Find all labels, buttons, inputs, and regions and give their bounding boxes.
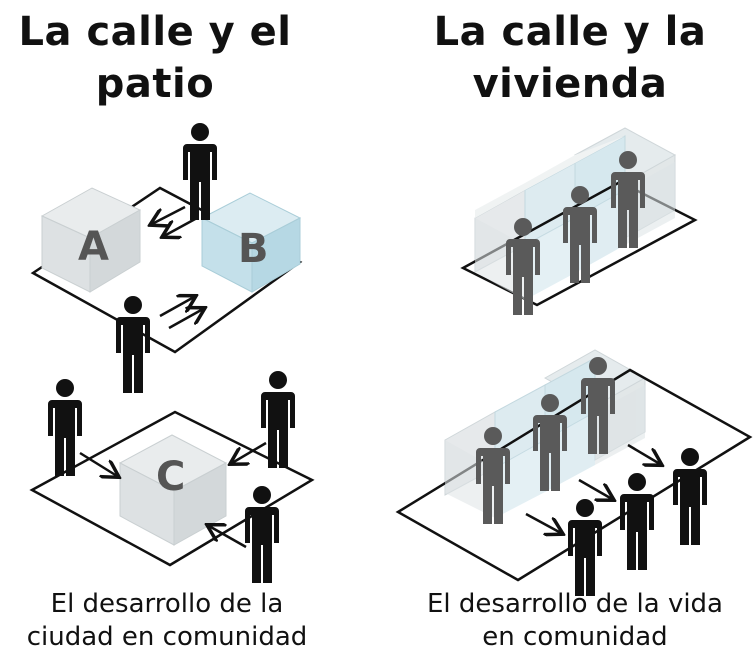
right-title: La calle y la vivienda bbox=[420, 6, 720, 110]
arrow-icon bbox=[152, 205, 203, 330]
patio-diagram: A B bbox=[30, 123, 303, 393]
left-caption-line-1: El desarrollo de la bbox=[50, 589, 284, 619]
right-caption-line-1: El desarrollo de la vida bbox=[426, 589, 723, 619]
box-label-a: A bbox=[78, 224, 109, 270]
left-caption: El desarrollo de la ciudad en comunidad bbox=[2, 588, 332, 654]
person-icon bbox=[620, 473, 654, 570]
left-title-line-2: patio bbox=[95, 61, 215, 107]
right-title-line-1: La calle y la bbox=[433, 9, 707, 55]
arrow-icon bbox=[525, 443, 660, 533]
right-caption-line-2: en comunidad bbox=[482, 622, 668, 652]
person-icon bbox=[673, 448, 707, 545]
person-icon bbox=[245, 486, 279, 583]
left-title: La calle y el patio bbox=[10, 6, 300, 110]
cube-icon bbox=[40, 187, 142, 293]
person-icon bbox=[48, 379, 82, 476]
left-title-line-1: La calle y el bbox=[18, 9, 292, 55]
box-label-c: C bbox=[156, 454, 185, 500]
box-label-b: B bbox=[238, 226, 269, 272]
person-icon bbox=[183, 123, 217, 220]
ciudad-diagram: C bbox=[29, 371, 315, 583]
person-icon bbox=[261, 371, 295, 468]
comunidad-diagram bbox=[395, 349, 753, 596]
right-caption: El desarrollo de la vida en comunidad bbox=[398, 588, 752, 654]
person-icon bbox=[116, 296, 150, 393]
left-caption-line-2: ciudad en comunidad bbox=[26, 622, 308, 652]
right-title-line-2: vivienda bbox=[472, 61, 668, 107]
vivienda-diagram bbox=[460, 127, 698, 315]
ciudad-plot-outline bbox=[29, 410, 315, 567]
cube-icon bbox=[200, 192, 302, 293]
arrow-icon bbox=[79, 441, 267, 549]
cube-icon bbox=[118, 434, 228, 546]
